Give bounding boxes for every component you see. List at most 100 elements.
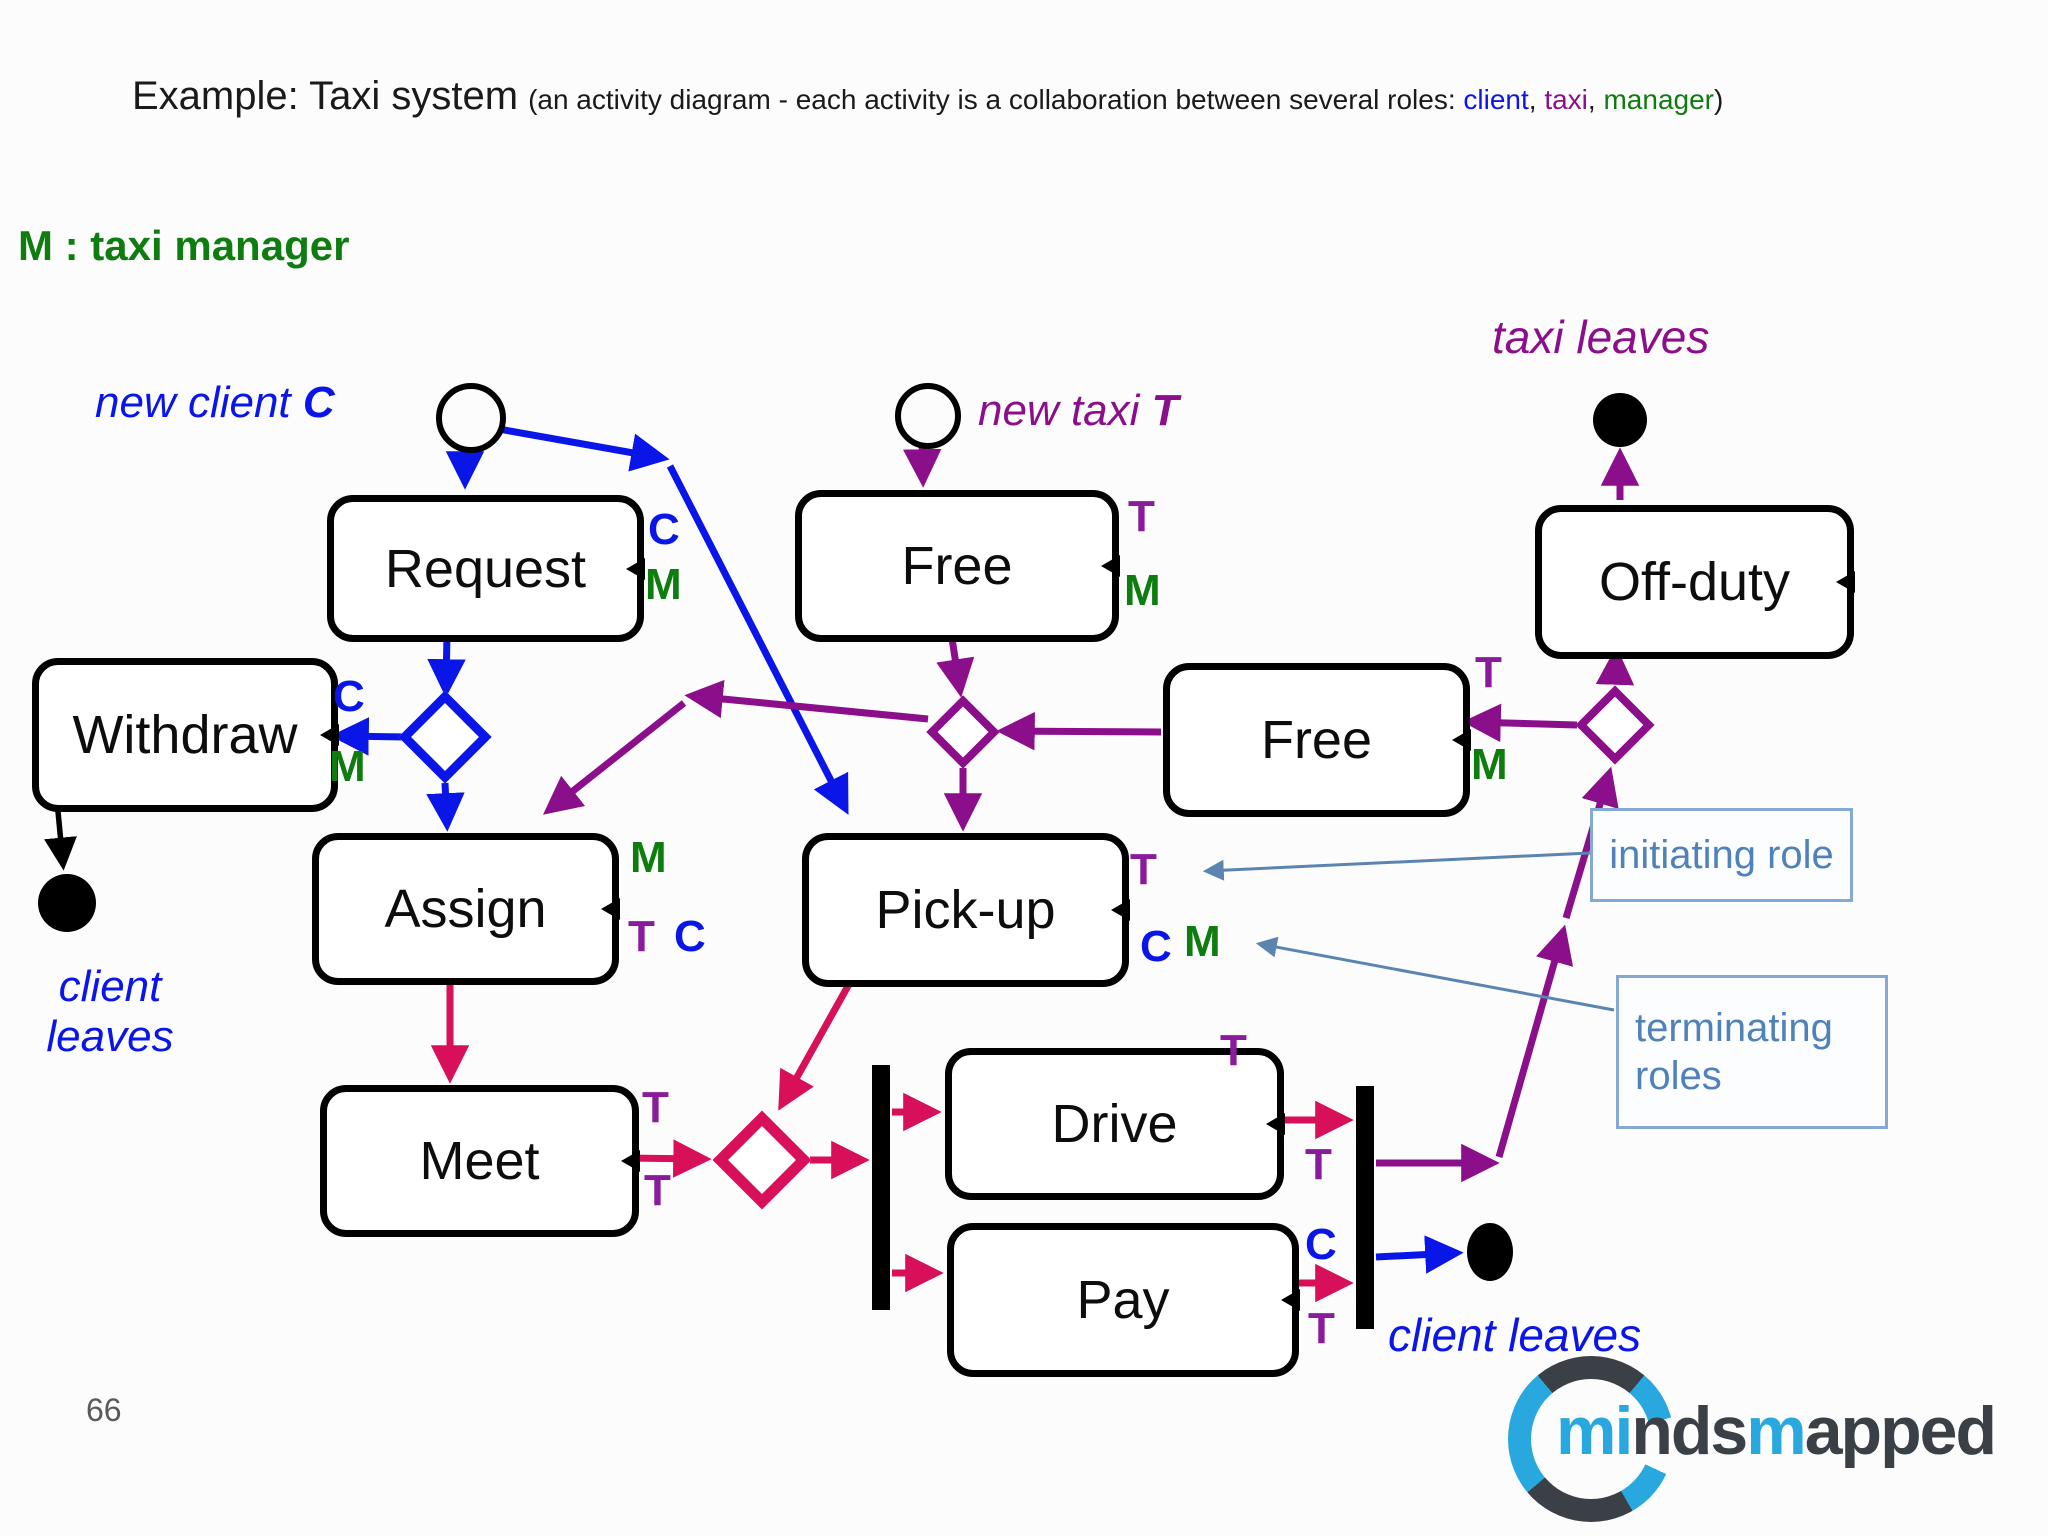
role-pointer-icon xyxy=(1281,1289,1300,1311)
role-pointer-icon xyxy=(1111,899,1130,921)
title-role-taxi: taxi xyxy=(1544,84,1588,115)
mindsmapped-logo-icon xyxy=(1508,1356,1674,1522)
role-pointer-icon xyxy=(1101,555,1120,577)
role-pickup-terminating-c: C xyxy=(1140,922,1172,971)
edge-join-to-client-final xyxy=(1375,1235,1464,1274)
final-node-client-bottom xyxy=(1467,1223,1513,1281)
client-leaves-left-label: client leaves xyxy=(30,962,190,1062)
role-pointer-icon xyxy=(601,898,620,920)
role-assign-terminating-c: C xyxy=(674,912,706,961)
page-title: Example: Taxi system (an activity diagra… xyxy=(132,74,1723,119)
activity-withdraw: Withdraw xyxy=(32,658,339,812)
activity-pickup: Pick-up xyxy=(802,833,1130,987)
callout-initiating-role-arrow xyxy=(1202,851,1591,881)
role-pointer-icon xyxy=(626,557,645,580)
role-pickup-initiating: T xyxy=(1130,845,1157,894)
role-drive-terminating: T xyxy=(1305,1140,1332,1189)
title-subtitle: (an activity diagram - each activity is … xyxy=(528,84,1723,116)
role-pickup-terminating-m: M xyxy=(1184,917,1221,966)
title-main: Example: Taxi system xyxy=(132,74,519,118)
role-drive-initiating: T xyxy=(1220,1026,1247,1075)
taxi-leaves-label: taxi leaves xyxy=(1492,311,1710,363)
role-freeright-initiating: T xyxy=(1475,648,1502,697)
activity-pickup-label: Pick-up xyxy=(875,880,1056,940)
activity-assign-label: Assign xyxy=(384,879,547,939)
title-sub-text: (an activity diagram - each activity is … xyxy=(528,84,1464,115)
activity-free-right-label: Free xyxy=(1260,710,1373,770)
title-role-manager: manager xyxy=(1603,84,1714,115)
initial-node-taxi xyxy=(895,383,961,449)
activity-off-duty-label: Off-duty xyxy=(1598,552,1791,612)
activity-request-label: Request xyxy=(384,538,587,599)
activity-drive-label: Drive xyxy=(1051,1094,1178,1154)
activity-off-duty: Off-duty xyxy=(1535,505,1855,659)
new-client-text: new client xyxy=(95,378,303,427)
title-sep1: , xyxy=(1528,84,1545,115)
legend-terminating-roles: terminating roles xyxy=(1616,975,1888,1129)
activity-free-top: Free xyxy=(795,490,1120,642)
activity-pay-label: Pay xyxy=(1076,1270,1170,1330)
final-node-taxi xyxy=(1593,393,1647,447)
edge-decision-to-assign xyxy=(426,782,465,832)
activity-pay: Pay xyxy=(947,1223,1300,1377)
role-meet-terminating: T xyxy=(644,1166,671,1215)
activity-assign: Assign xyxy=(312,833,620,985)
logo-ring-hole xyxy=(1531,1379,1651,1499)
edge-join-up-2 xyxy=(1495,924,1574,1158)
logo-seg-4: apped xyxy=(1804,1393,1997,1469)
role-pointer-icon xyxy=(621,1150,640,1172)
logo-seg-3: m xyxy=(1746,1393,1806,1469)
role-pointer-icon xyxy=(1266,1113,1285,1135)
manager-legend: M : taxi manager xyxy=(18,222,350,269)
initial-node-client xyxy=(436,383,506,453)
activity-meet: Meet xyxy=(320,1085,640,1237)
role-pay-initiating: C xyxy=(1305,1220,1337,1269)
callout-terminating-roles-arrow xyxy=(1255,936,1615,1012)
new-taxi-text: new taxi xyxy=(978,386,1152,435)
merge-diamond-taxi-mid xyxy=(926,695,1000,769)
edge-merge-to-assign-2 xyxy=(542,700,687,815)
role-request-terminating: M xyxy=(645,560,682,609)
edge-merge-to-assign-1 xyxy=(684,679,929,723)
activity-meet-label: Meet xyxy=(419,1131,540,1191)
activity-request: Request xyxy=(327,495,645,642)
role-pointer-icon xyxy=(1836,571,1855,593)
decision-diamond-client xyxy=(398,690,492,784)
edge-pickup-to-merge2 xyxy=(778,975,857,1111)
title-sep2: , xyxy=(1587,84,1604,115)
client-leaves-bottom-label: client leaves xyxy=(1388,1309,1642,1361)
new-client-label: new client C xyxy=(95,378,335,428)
page-number: 66 xyxy=(86,1392,122,1428)
activity-withdraw-label: Withdraw xyxy=(72,705,298,765)
new-taxi-label: new taxi T xyxy=(978,386,1179,436)
role-freetop-initiating: T xyxy=(1128,492,1155,541)
role-pay-terminating: T xyxy=(1308,1304,1335,1353)
role-freeright-terminating: M xyxy=(1471,740,1508,789)
new-taxi-letter: T xyxy=(1151,386,1179,435)
edge-rdecision-to-freeright xyxy=(1462,703,1578,743)
role-pointer-icon xyxy=(320,724,339,746)
role-pointer-icon xyxy=(1452,729,1471,751)
role-freetop-terminating: M xyxy=(1124,566,1161,615)
client-leaves-line2: leaves xyxy=(46,1012,174,1061)
join-bar xyxy=(1356,1086,1374,1329)
role-request-initiating: C xyxy=(648,505,680,554)
legend-initiating-role: initiating role xyxy=(1590,808,1853,902)
role-meet-initiating: T xyxy=(642,1083,669,1132)
logo-seg-2: nds xyxy=(1631,1393,1748,1469)
activity-free-top-label: Free xyxy=(901,536,1013,596)
role-assign-terminating-t: T xyxy=(628,912,655,961)
role-withdraw-terminating: M xyxy=(329,742,366,791)
activity-free-right: Free xyxy=(1163,663,1471,817)
activity-drive: Drive xyxy=(945,1048,1285,1200)
title-close-paren: ) xyxy=(1713,84,1724,115)
title-role-client: client xyxy=(1463,84,1529,115)
logo-seg-1: mi xyxy=(1556,1393,1633,1469)
role-assign-initiating: M xyxy=(630,833,667,882)
client-leaves-line1: client xyxy=(58,962,162,1011)
fork-bar xyxy=(872,1065,890,1310)
final-node-client-left xyxy=(38,874,96,932)
mindsmapped-logo-text: mindsmapped xyxy=(1556,1392,1997,1470)
new-client-letter: C xyxy=(302,378,335,427)
